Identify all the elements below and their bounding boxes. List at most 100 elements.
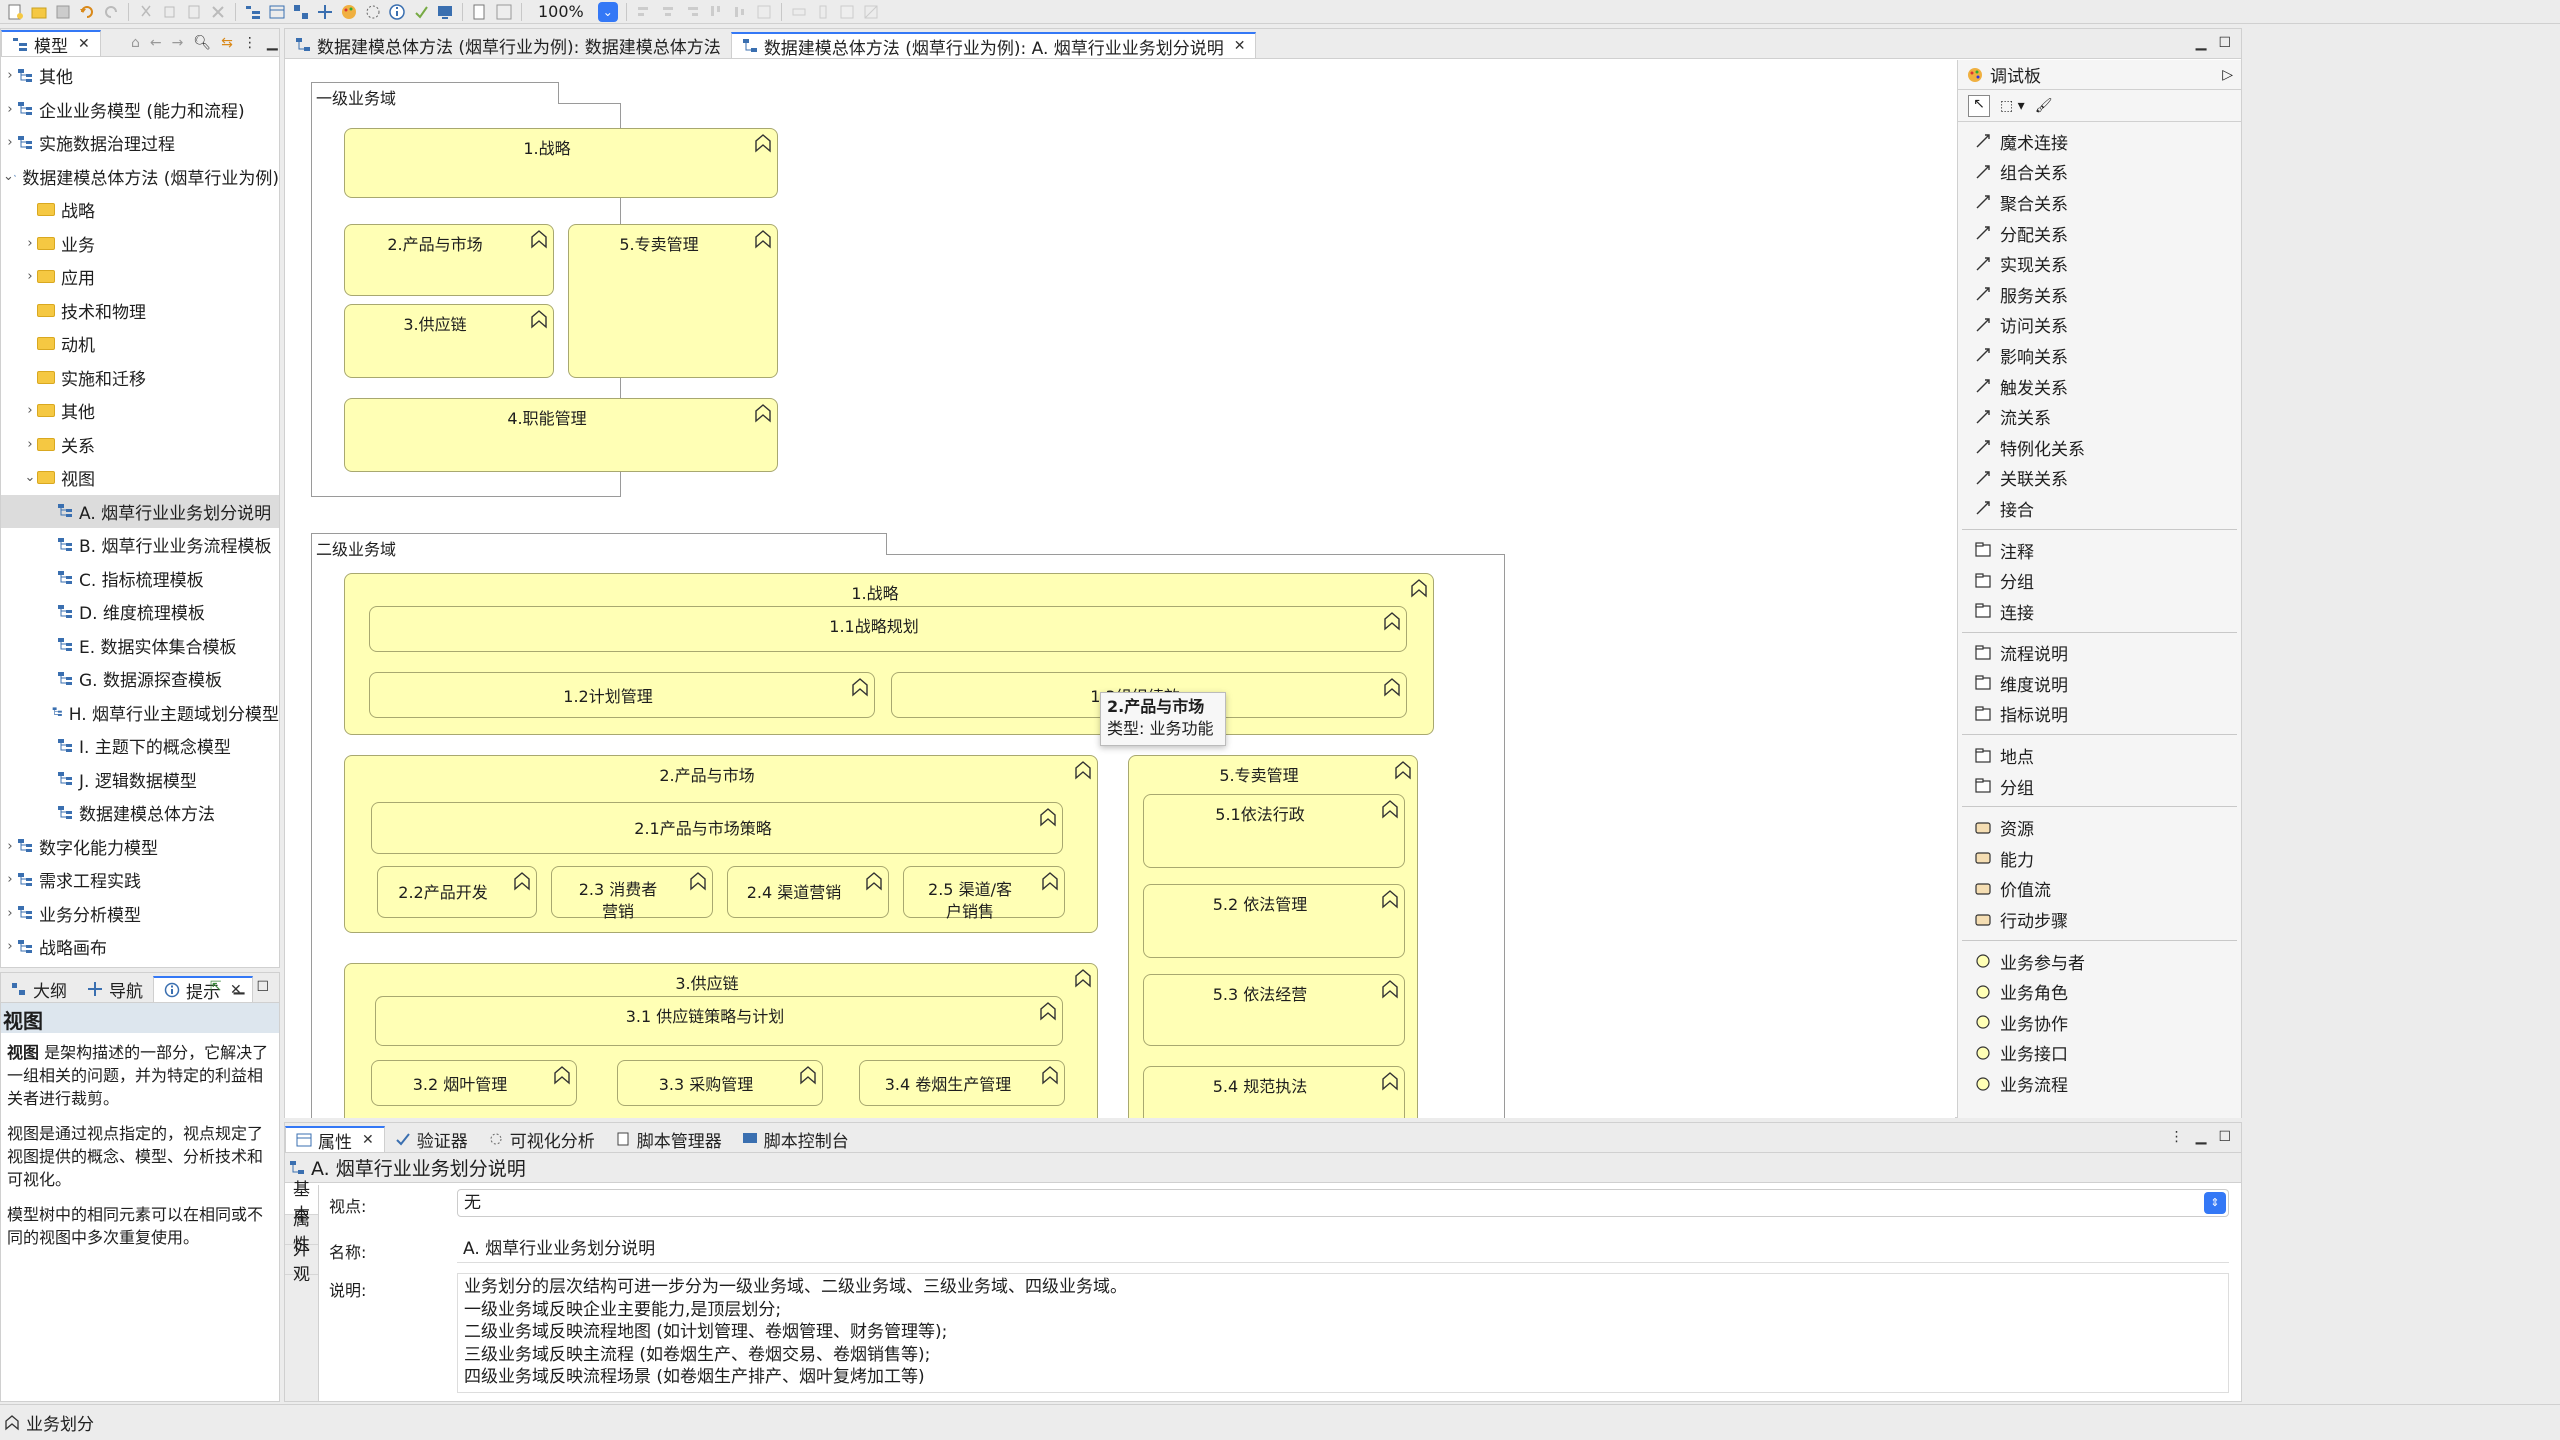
delete-icon[interactable]: [209, 3, 227, 21]
palette-item[interactable]: 特例化关系: [1958, 432, 2241, 463]
fn-strategy-planning[interactable]: 1.1战略规划: [369, 606, 1407, 652]
marquee-tool-icon[interactable]: ⬚ ▾: [2000, 97, 2025, 114]
paste-icon[interactable]: [185, 3, 203, 21]
palette-item[interactable]: 接合: [1958, 493, 2241, 524]
align-left-icon[interactable]: [635, 3, 653, 21]
fn-market-strategy[interactable]: 2.1产品与市场策略: [371, 802, 1063, 854]
editor-tab-a[interactable]: 数据建模总体方法 (烟草行业为例): A. 烟草行业业务划分说明 ✕: [730, 32, 1257, 59]
fn-law-enforce[interactable]: 5.4 规范执法: [1143, 1066, 1405, 1118]
description-field[interactable]: 业务划分的层次结构可进一步分为一级业务域、二级业务域、三级业务域、四级业务域。一…: [457, 1273, 2229, 1393]
align-top-icon[interactable]: [707, 3, 725, 21]
cut-icon[interactable]: [137, 3, 155, 21]
layout-icon[interactable]: [495, 3, 513, 21]
fn-consumer-marketing[interactable]: 2.3 消费者营销: [551, 866, 713, 919]
tab-outline[interactable]: 大纲: [1, 976, 77, 1002]
side-tab-appearance[interactable]: 外观: [285, 1240, 318, 1285]
info-icon[interactable]: [388, 3, 406, 21]
back-icon[interactable]: ←: [149, 35, 162, 51]
format-painter-icon[interactable]: 🖌︎: [2034, 97, 2053, 114]
name-field[interactable]: A. 烟草行业业务划分说明: [457, 1235, 2229, 1263]
reset-size-icon[interactable]: [862, 3, 880, 21]
tree-item[interactable]: ›需求工程实践: [1, 863, 279, 897]
palette-icon[interactable]: [340, 3, 358, 21]
maximize-icon[interactable]: ☐: [2218, 35, 2231, 51]
diagram-canvas[interactable]: 一级业务域 1.战略 2.产品与市场 5.专卖管理 3.供应链 4.职能管理: [285, 60, 1955, 1118]
palette-item[interactable]: 服务关系: [1958, 279, 2241, 310]
tree-item[interactable]: 实施和迁移: [1, 361, 279, 395]
tree-item[interactable]: ›其他: [1, 394, 279, 428]
chevron-right-icon[interactable]: ›: [7, 101, 13, 117]
palette-item[interactable]: 业务协作: [1958, 1007, 2241, 1038]
fn-market[interactable]: 2.产品与市场: [344, 224, 554, 296]
chevron-right-icon[interactable]: ›: [27, 436, 33, 452]
tab-navigator[interactable]: 导航: [77, 976, 153, 1002]
tree-item[interactable]: ›数字化能力模型: [1, 830, 279, 864]
view-menu-icon[interactable]: ⋮: [242, 35, 257, 51]
chevron-right-icon[interactable]: ›: [7, 68, 13, 84]
tree-item[interactable]: 数据建模总体方法: [1, 796, 279, 830]
select-tool-icon[interactable]: ↖: [1968, 94, 1990, 117]
palette-item[interactable]: 分组: [1958, 771, 2241, 802]
palette-item[interactable]: 能力: [1958, 843, 2241, 874]
chevron-down-icon[interactable]: ⌄: [24, 470, 36, 486]
undo-icon[interactable]: [78, 3, 96, 21]
tree-item[interactable]: ⌄数据建模总体方法 (烟草行业为例): [1, 160, 279, 194]
fn-plan-management[interactable]: 1.2计划管理: [369, 672, 875, 718]
fn-law-operate[interactable]: 5.3 依法经营: [1143, 974, 1405, 1046]
minimize-icon[interactable]: ▁: [2195, 1129, 2207, 1145]
align-middle-icon[interactable]: [731, 3, 749, 21]
navigator-icon[interactable]: [316, 3, 334, 21]
tree-item[interactable]: ›业务: [1, 227, 279, 261]
palette-item[interactable]: 影响关系: [1958, 340, 2241, 371]
palette-item[interactable]: 业务流程: [1958, 1068, 2241, 1099]
maximize-icon[interactable]: ☐: [2218, 1129, 2231, 1145]
collapse-palette-icon[interactable]: ▷: [2222, 66, 2233, 83]
tree-item[interactable]: ›其他: [1, 59, 279, 93]
fn-l2-market[interactable]: 2.产品与市场 2.1产品与市场策略 2.2产品开发 2.3 消费者营销 2.4…: [344, 755, 1098, 933]
palette-item[interactable]: 指标说明: [1958, 699, 2241, 730]
chevron-right-icon[interactable]: ›: [7, 905, 13, 921]
palette-item[interactable]: 业务角色: [1958, 976, 2241, 1007]
fn-law-manage[interactable]: 5.2 依法管理: [1143, 884, 1405, 958]
chevron-right-icon[interactable]: ›: [27, 235, 33, 251]
tab-script-console[interactable]: 脚本控制台: [732, 1126, 859, 1152]
tree-item[interactable]: ›实施数据治理过程: [1, 126, 279, 160]
view-menu-icon[interactable]: ⋮: [2169, 1129, 2184, 1145]
palette-item[interactable]: 价值流: [1958, 874, 2241, 905]
close-icon[interactable]: ✕: [78, 36, 90, 52]
tab-validator[interactable]: 验证器: [385, 1126, 478, 1152]
fn-channel-marketing[interactable]: 2.4 渠道营销: [727, 866, 889, 918]
fn-procurement[interactable]: 3.3 采购管理: [617, 1060, 823, 1106]
group-level2[interactable]: 二级业务域 1.战略 1.1战略规划 1.2计划管理 1.3组织绩效: [311, 533, 1505, 1118]
fn-l2-strategy[interactable]: 1.战略 1.1战略规划 1.2计划管理 1.3组织绩效: [344, 573, 1434, 735]
palette-item[interactable]: 关联关系: [1958, 463, 2241, 494]
palette-item[interactable]: 行动步骤: [1958, 904, 2241, 935]
palette-item[interactable]: 触发关系: [1958, 371, 2241, 402]
fn-supply-chain[interactable]: 3.供应链: [344, 304, 554, 378]
chevron-right-icon[interactable]: ›: [7, 135, 13, 151]
palette-item[interactable]: 流关系: [1958, 401, 2241, 432]
minimize-icon[interactable]: ▁: [233, 979, 245, 995]
tree-item[interactable]: ⌄视图: [1, 461, 279, 495]
align-right-icon[interactable]: [683, 3, 701, 21]
palette-item[interactable]: 资源: [1958, 812, 2241, 843]
tree-item[interactable]: ›应用: [1, 260, 279, 294]
tab-script-manager[interactable]: 脚本管理器: [605, 1126, 732, 1152]
palette-item[interactable]: 流程说明: [1958, 638, 2241, 669]
fn-l2-supply[interactable]: 3.供应链 3.1 供应链策略与计划 3.2 烟叶管理 3.3 采购管理 3.4…: [344, 963, 1098, 1118]
visualiser-icon[interactable]: [364, 3, 382, 21]
minimize-icon[interactable]: ▁: [266, 35, 278, 51]
palette-item[interactable]: 连接: [1958, 596, 2241, 627]
viewpoint-select[interactable]: 无 ⇕: [457, 1189, 2229, 1217]
palette-item[interactable]: 分组: [1958, 565, 2241, 596]
tab-hints[interactable]: 提示 ✕: [153, 976, 253, 1003]
default-size-icon[interactable]: [838, 3, 856, 21]
tree-item[interactable]: ›战略画布: [1, 930, 279, 964]
palette-item[interactable]: 地点: [1958, 740, 2241, 771]
tree-item[interactable]: J. 逻辑数据模型: [1, 763, 279, 797]
pin-icon[interactable]: ⇱: [209, 979, 222, 995]
chevron-down-icon[interactable]: ⌄: [3, 168, 14, 184]
tree-item[interactable]: A. 烟草行业业务划分说明: [1, 494, 279, 528]
model-tree-icon[interactable]: [244, 3, 262, 21]
palette-item[interactable]: 聚合关系: [1958, 187, 2241, 218]
